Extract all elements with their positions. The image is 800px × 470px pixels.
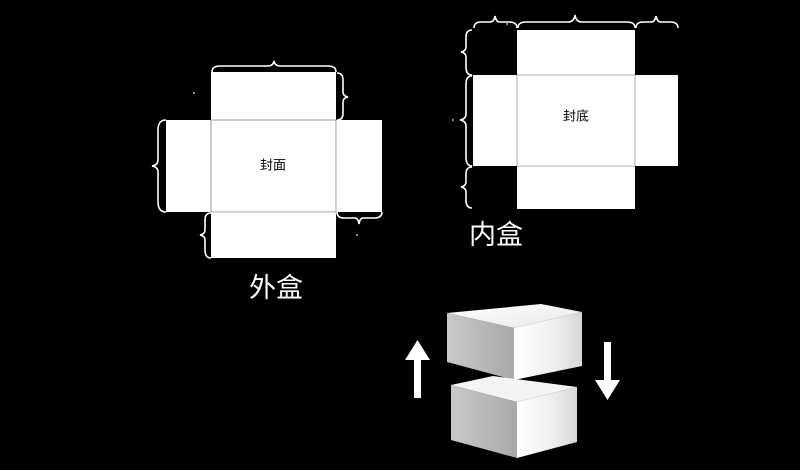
outer-bottom-flap [211,212,336,258]
inner-top-flap [517,30,635,75]
box-lid-icon [447,304,582,380]
inner-center-panel [517,75,635,166]
inner-left-bottom-brace [460,166,473,209]
up-arrow-icon [405,340,430,398]
inner-box-net: 封底 [452,14,679,209]
outer-left-flap [166,120,211,212]
inner-top-left-brace [473,15,518,29]
outer-bottom-brace [199,212,212,259]
box-base-icon [451,376,577,458]
outer-box-caption: 外盒 [249,273,303,304]
outer-left-brace [151,119,167,213]
outer-right-flap [336,120,382,212]
down-arrow-icon [595,342,620,400]
inner-left-center-brace [459,75,473,167]
inner-box-caption: 内盒 [469,220,523,251]
outer-top-flap [211,72,336,120]
outer-flap-height-brace [336,72,349,121]
outer-box-net: 封面 [151,60,383,259]
inner-top-center-brace [517,14,636,29]
outer-dimension-braces [151,60,383,259]
inner-dimension-braces [459,14,679,209]
outer-right-flap-brace [336,211,383,225]
outer-top-brace [211,60,337,73]
inner-left-flap [473,75,517,166]
inner-bottom-flap [517,166,635,209]
inner-top-right-brace [635,15,679,29]
inner-right-flap [635,75,678,166]
outer-small-marks [193,92,358,236]
inner-left-top-brace [460,29,473,76]
outer-center-label: 封面 [260,159,286,174]
inner-center-label: 封底 [563,109,589,125]
inner-small-marks [452,23,508,121]
